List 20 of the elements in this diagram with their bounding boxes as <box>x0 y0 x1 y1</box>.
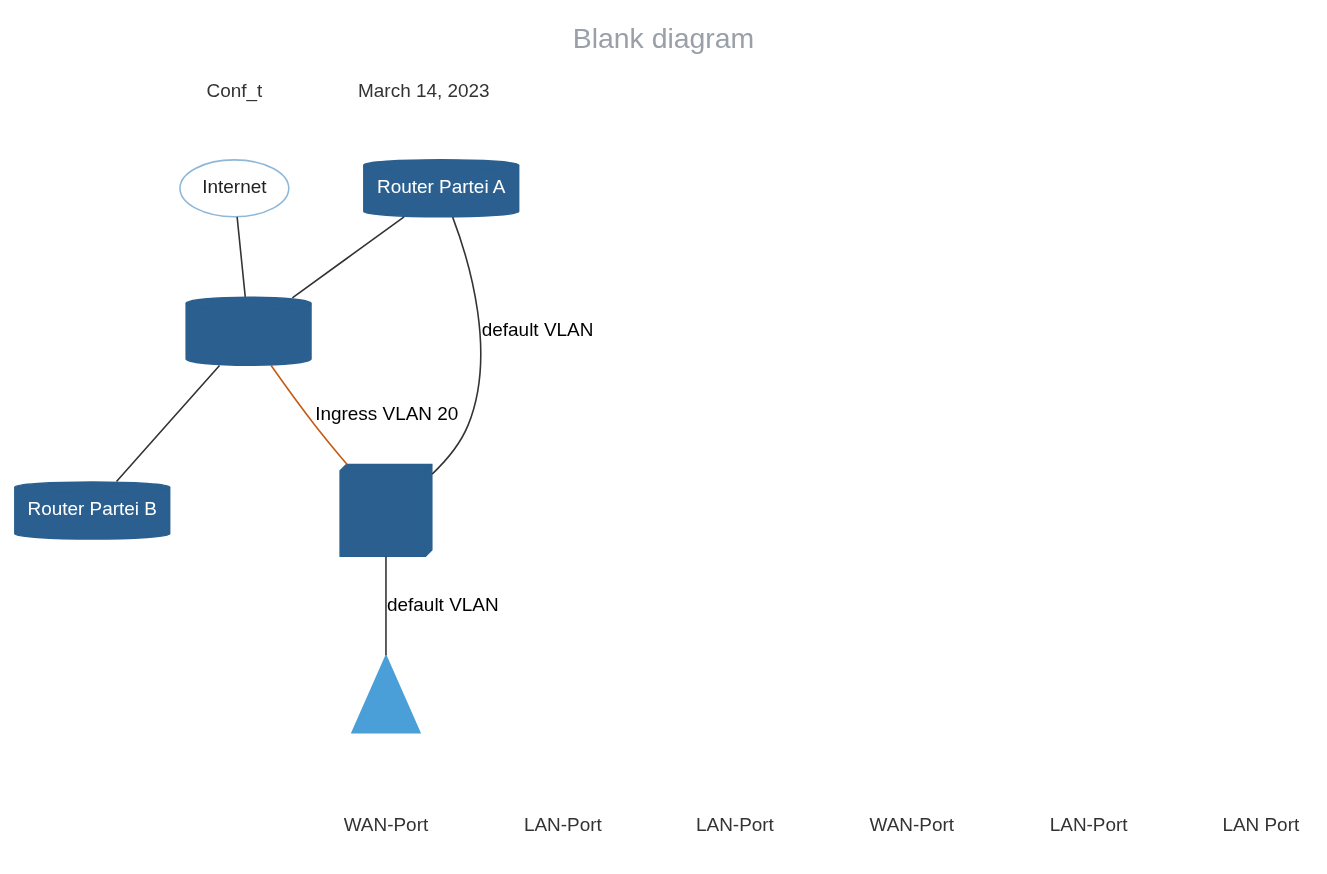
connector <box>270 364 348 466</box>
connector <box>385 555 387 656</box>
node-ellipse: Internet <box>179 159 290 218</box>
label: March 14, 2023 <box>358 79 490 101</box>
label: WAN-Port <box>343 814 429 836</box>
connector <box>236 216 247 298</box>
label: LAN-Port <box>1049 814 1128 836</box>
connector <box>115 364 221 483</box>
label: LAN-Port <box>523 814 602 836</box>
diagram-title: Blank diagram <box>572 22 755 55</box>
node-antenna <box>350 653 422 734</box>
edge-label: default VLAN <box>387 593 499 615</box>
label: WAN-Port <box>869 814 955 836</box>
connector <box>291 216 405 299</box>
connector <box>431 216 482 475</box>
edge-label: Ingress VLAN 20 <box>315 402 459 424</box>
label: Conf_t <box>206 79 263 101</box>
label: LAN Port <box>1222 814 1300 836</box>
edge-label: default VLAN <box>481 319 594 341</box>
label: LAN-Port <box>696 814 774 836</box>
